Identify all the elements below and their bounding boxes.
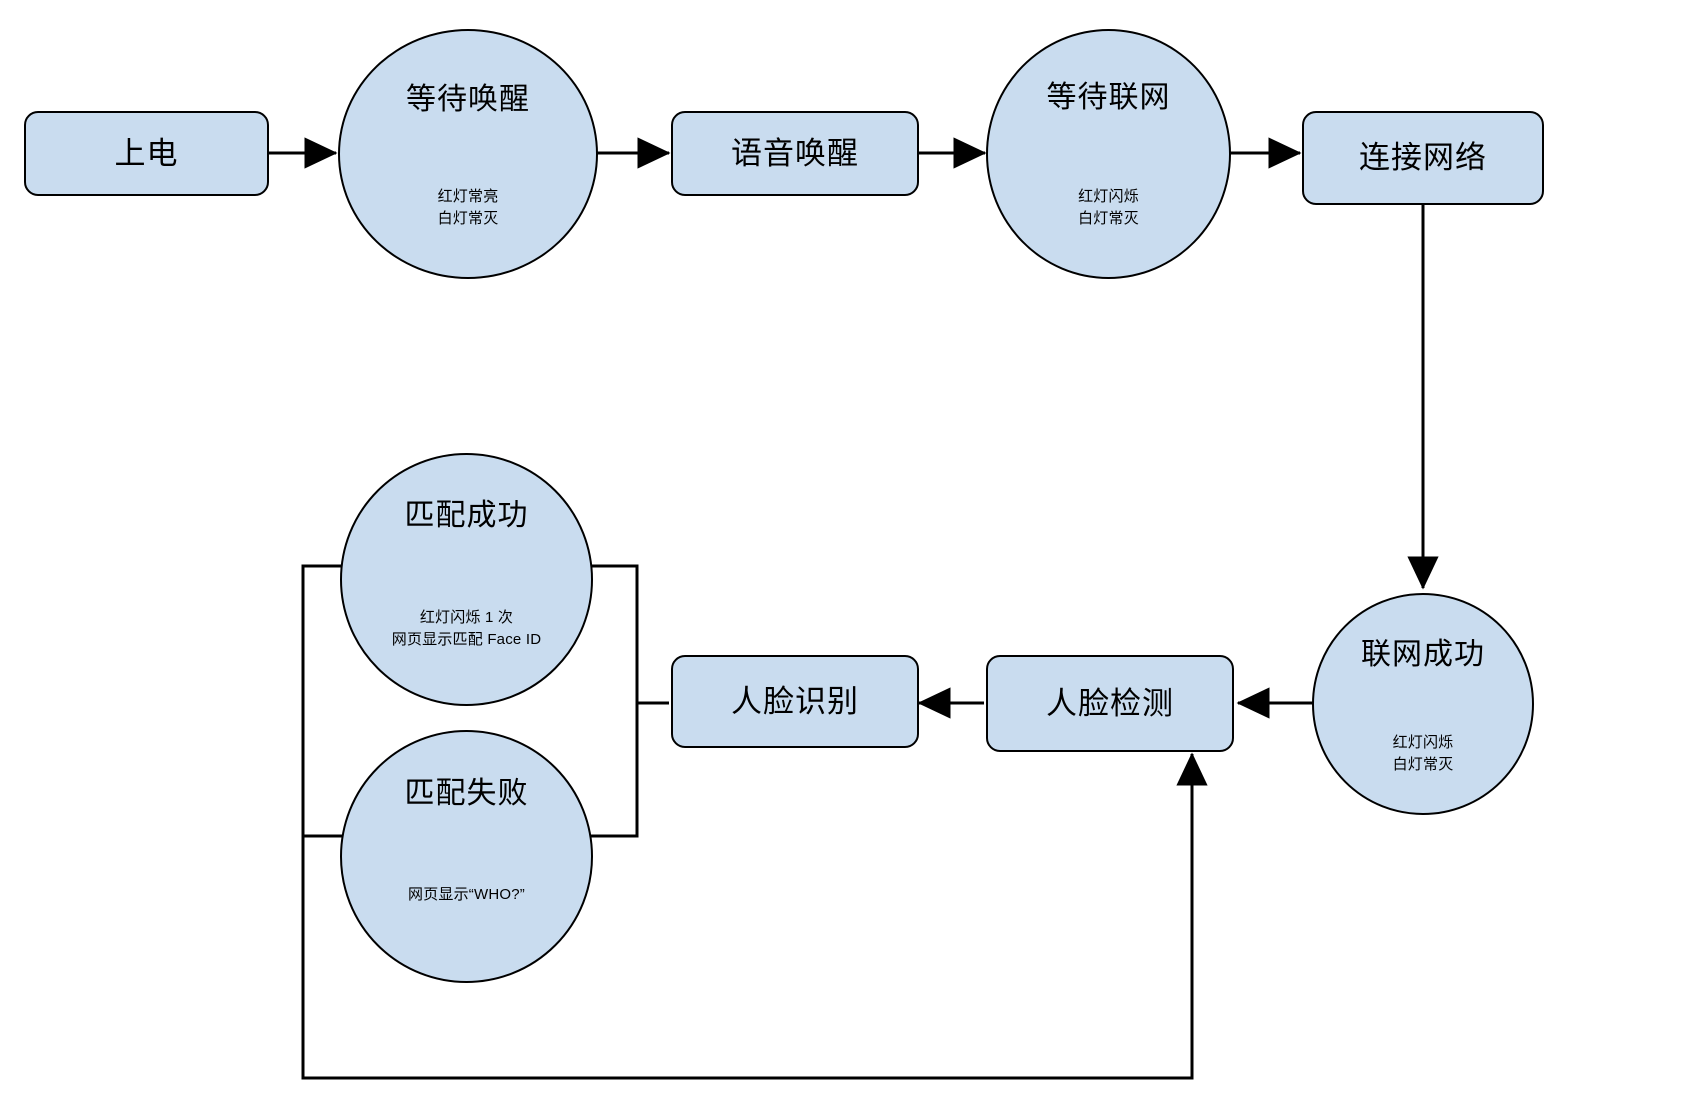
node-wait-wakeup-sub: 红灯常亮 白灯常灭 [437, 188, 499, 227]
node-face-detect[interactable]: 人脸检测 [986, 655, 1234, 752]
node-wait-network[interactable]: 等待联网 红灯闪烁 白灯常灭 [986, 29, 1231, 279]
node-voice-wakeup[interactable]: 语音唤醒 [671, 111, 919, 196]
node-face-detect-title: 人脸检测 [1046, 685, 1174, 721]
node-match-fail[interactable]: 匹配失败 网页显示“WHO?” [340, 730, 593, 983]
node-power-on[interactable]: 上电 [24, 111, 269, 196]
node-wait-network-sub: 红灯闪烁 白灯常灭 [1078, 188, 1139, 227]
node-network-success-sub: 红灯闪烁 白灯常灭 [1392, 734, 1454, 773]
node-face-recognize[interactable]: 人脸识别 [671, 655, 919, 748]
node-match-success[interactable]: 匹配成功 红灯闪烁 1 次 网页显示匹配 Face ID [340, 453, 593, 706]
node-match-success-title: 匹配成功 [404, 499, 529, 532]
node-wait-wakeup-title: 等待唤醒 [406, 83, 530, 116]
node-connect-network-title: 连接网络 [1359, 140, 1487, 176]
node-match-fail-sub: 网页显示“WHO?” [408, 886, 525, 903]
node-network-success[interactable]: 联网成功 红灯闪烁 白灯常灭 [1312, 593, 1534, 815]
node-match-success-sub: 红灯闪烁 1 次 网页显示匹配 Face ID [391, 609, 542, 648]
node-network-success-title: 联网成功 [1361, 638, 1485, 671]
node-power-on-title: 上电 [114, 135, 179, 171]
node-match-fail-title: 匹配失败 [404, 777, 529, 810]
node-connect-network[interactable]: 连接网络 [1302, 111, 1544, 205]
node-voice-wakeup-title: 语音唤醒 [731, 135, 859, 171]
node-face-recognize-title: 人脸识别 [731, 683, 859, 719]
node-wait-network-title: 等待联网 [1046, 81, 1171, 114]
node-wait-wakeup[interactable]: 等待唤醒 红灯常亮 白灯常灭 [338, 29, 598, 279]
